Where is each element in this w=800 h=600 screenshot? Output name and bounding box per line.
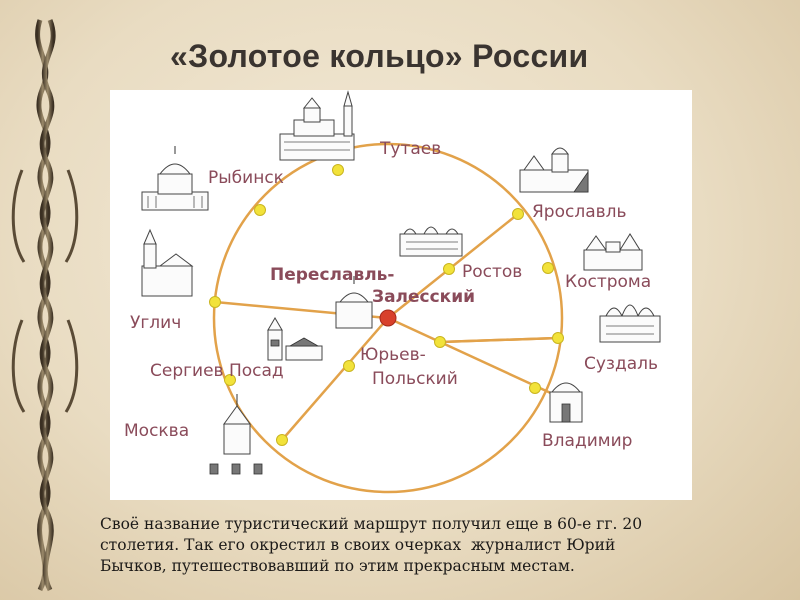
line-moskva-center: [281, 317, 389, 441]
label-tutaev: Тутаев: [379, 139, 441, 159]
building-kostroma-icon: [583, 233, 643, 271]
page-title: «Золотое кольцо» России: [170, 38, 589, 74]
label-yuriev-line1: Юрьев-: [360, 345, 426, 365]
label-center-line1: Переславль-: [270, 265, 394, 285]
building-tutaev-icon: [279, 90, 355, 161]
building-sergiev-posad-icon: [267, 317, 323, 361]
building-uglich-icon: [141, 228, 194, 297]
label-rostov: Ростов: [462, 262, 522, 282]
caption-line-3: Бычков, путешествовавший по этим прекрас…: [100, 557, 575, 575]
route-ring: [212, 142, 564, 494]
dot-moskva: [276, 434, 288, 446]
label-rybinsk: Рыбинск: [208, 168, 284, 188]
dot-rostov: [443, 263, 455, 275]
line-yuriev-suzdal: [439, 336, 559, 344]
label-vladimir: Владимир: [542, 431, 632, 451]
building-moskva-icon: [209, 394, 263, 475]
route-lines: [214, 213, 559, 441]
dot-yuriev: [343, 360, 355, 372]
building-rostov-icon: [399, 226, 463, 257]
building-yaroslavl-icon: [519, 147, 589, 193]
dot-yuriev-east: [434, 336, 446, 348]
city-dots: [209, 164, 564, 446]
building-rybinsk-icon: [141, 146, 209, 211]
golden-ring-map: Тутаев Рыбинск Ярославль Ростов Кострома…: [110, 90, 692, 500]
celtic-knot-ornament: [11, 19, 79, 592]
dot-vladimir: [529, 382, 541, 394]
building-suzdal-icon: [599, 304, 661, 343]
building-vladimir-icon: [549, 382, 583, 423]
dot-uglich: [209, 296, 221, 308]
dot-kostroma: [542, 262, 554, 274]
dot-yaroslavl: [512, 208, 524, 220]
label-suzdal: Суздаль: [584, 354, 658, 374]
caption-line-2: столетия. Так его окрестил в своих очерк…: [100, 536, 616, 554]
label-kostroma: Кострома: [565, 272, 651, 292]
dot-suzdal: [552, 332, 564, 344]
dot-tutaev: [332, 164, 344, 176]
line-center-vladimir: [387, 316, 556, 397]
building-pereslavl-icon: [335, 276, 373, 329]
label-sergiev-posad: Сергиев Посад: [150, 361, 284, 381]
label-center-line2: Залесский: [372, 287, 475, 307]
caption-text: Своё название туристический маршрут полу…: [100, 514, 720, 577]
caption-line-1: Своё название туристический маршрут полу…: [100, 515, 643, 533]
label-yuriev-line2: Польский: [372, 369, 458, 389]
label-moskva: Москва: [124, 421, 189, 441]
dot-sergiev-posad: [224, 374, 236, 386]
dot-pereslavl-center: [379, 309, 397, 327]
label-uglich: Углич: [130, 313, 181, 333]
label-yaroslavl: Ярославль: [532, 202, 627, 222]
map-svg: Тутаев Рыбинск Ярославль Ростов Кострома…: [124, 90, 661, 494]
dot-rybinsk: [254, 204, 266, 216]
